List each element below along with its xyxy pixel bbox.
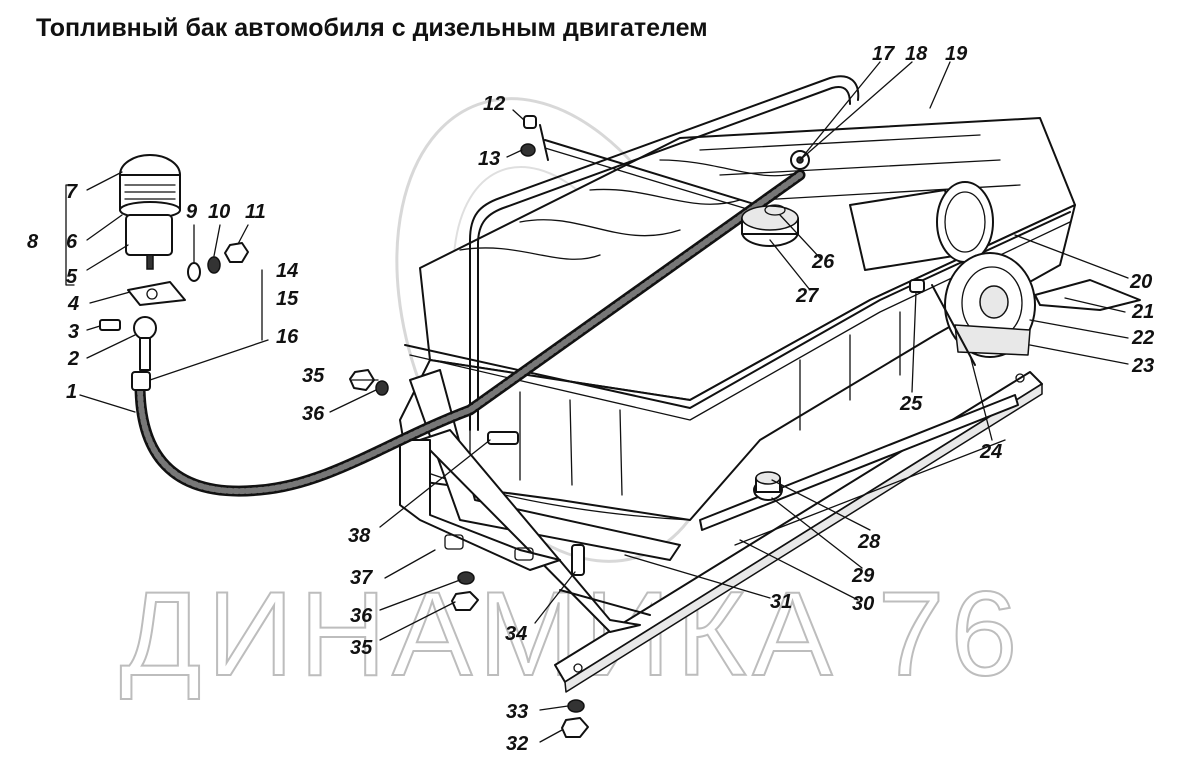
callout-37: 37 xyxy=(350,567,373,589)
callout-1: 1 xyxy=(66,381,77,403)
callout-13: 13 xyxy=(478,148,500,170)
callout-20: 20 xyxy=(1129,271,1152,293)
callout-11: 11 xyxy=(245,201,266,223)
callout-19: 19 xyxy=(945,43,968,65)
callout-5: 5 xyxy=(66,266,78,288)
callout-25: 25 xyxy=(899,393,923,415)
callout-35b: 35 xyxy=(350,637,373,659)
tank-rail xyxy=(469,75,860,431)
callout-22: 22 xyxy=(1131,327,1154,349)
fuel-pump-unit xyxy=(944,252,1036,358)
mounting-bracket-21 xyxy=(1034,279,1141,311)
callout-12: 12 xyxy=(483,93,505,115)
fuel-gauge-sender xyxy=(741,204,799,247)
callout-34: 34 xyxy=(505,623,527,645)
callout-8: 8 xyxy=(27,231,39,253)
callout-27: 27 xyxy=(795,285,819,307)
callout-4: 4 xyxy=(67,293,79,315)
drain-plug xyxy=(753,471,783,501)
callout-9: 9 xyxy=(186,201,198,223)
callout-10: 10 xyxy=(208,201,230,223)
fasteners xyxy=(99,115,976,738)
callout-36b: 36 xyxy=(350,605,373,627)
callout-35a: 35 xyxy=(302,365,325,387)
callout-2: 2 xyxy=(67,348,79,370)
callout-38: 38 xyxy=(348,525,371,547)
page-title: Топливный бак автомобиля с дизельным дви… xyxy=(36,14,708,42)
callout-16: 16 xyxy=(276,326,299,348)
callout-23: 23 xyxy=(1131,355,1154,377)
tank-strap xyxy=(409,369,681,633)
callout-17: 17 xyxy=(872,43,895,65)
callout-7: 7 xyxy=(66,181,78,203)
callout-21: 21 xyxy=(1131,301,1154,323)
callout-24: 24 xyxy=(979,441,1002,463)
callout-30: 30 xyxy=(852,593,874,615)
callout-26: 26 xyxy=(811,251,835,273)
filler-neck xyxy=(849,181,994,271)
fuel-filter xyxy=(119,154,181,270)
callout-36a: 36 xyxy=(302,403,325,425)
callout-3: 3 xyxy=(68,321,79,343)
callout-18: 18 xyxy=(905,43,928,65)
callout-28: 28 xyxy=(857,531,881,553)
callout-6: 6 xyxy=(66,231,78,253)
leader-lines xyxy=(65,61,1129,743)
callout-33: 33 xyxy=(506,701,528,723)
callout-29: 29 xyxy=(851,565,875,587)
support-bracket xyxy=(399,439,561,571)
callout-15: 15 xyxy=(276,288,299,310)
frame-rail xyxy=(554,371,1043,693)
callout-32: 32 xyxy=(506,733,528,755)
callout-14: 14 xyxy=(276,260,298,282)
callout-31: 31 xyxy=(770,591,792,613)
callout-labels: 7 8 6 5 4 3 2 1 9 10 11 14 15 16 12 13 1… xyxy=(27,43,1154,755)
